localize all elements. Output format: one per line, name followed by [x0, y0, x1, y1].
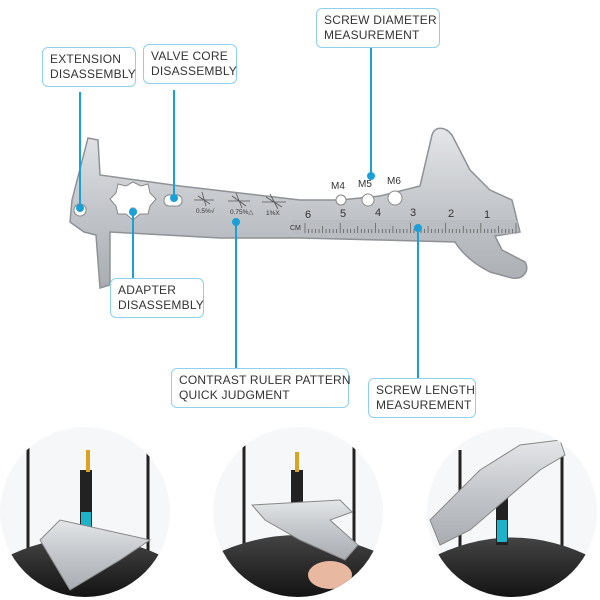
leader-lines — [76, 46, 422, 378]
ruler-number-5: 5 — [340, 208, 346, 220]
label-screw-length-line2: MEASUREMENT — [376, 398, 472, 412]
ruler-unit: CM — [290, 225, 301, 232]
label-contrast-ruler-line1: CONTRAST RULER PATTERN — [179, 373, 351, 387]
screw-size-m5: M5 — [358, 179, 372, 190]
label-screw-diameter-measurement: SCREW DIAMETER MEASUREMENT — [316, 8, 440, 48]
photo-circle-left — [0, 427, 170, 597]
label-screw-length-measurement: SCREW LENGTH MEASUREMENT — [368, 378, 476, 418]
label-extension-disassembly: EXTENSION DISASSEMBLY — [42, 47, 136, 87]
screw-size-m4: M4 — [331, 181, 345, 192]
label-screw-diameter-line1: SCREW DIAMETER — [324, 13, 437, 27]
gauge-mark-3: 1%X — [266, 210, 280, 217]
label-contrast-ruler-line2: QUICK JUDGMENT — [179, 388, 290, 402]
label-contrast-ruler-pattern: CONTRAST RULER PATTERN QUICK JUDGMENT — [171, 368, 351, 408]
ruler-number-4: 4 — [375, 207, 381, 219]
label-screw-length-line1: SCREW LENGTH — [376, 383, 476, 397]
photo-circle-middle — [213, 427, 383, 597]
label-screw-diameter-line2: MEASUREMENT — [324, 28, 420, 42]
ruler-number-6: 6 — [305, 209, 311, 221]
label-adapter-line1: ADAPTER — [118, 283, 177, 297]
gauge-mark-2: 0.75%△ — [230, 209, 254, 216]
label-valve-core-line2: DISASSEMBLY — [151, 64, 238, 78]
ruler-number-3: 3 — [410, 207, 416, 219]
label-adapter-line2: DISASSEMBLY — [118, 298, 205, 312]
ruler-ticks — [304, 223, 517, 233]
gauge-mark-1: 0.5%√ — [196, 207, 215, 215]
label-extension-line1: EXTENSION — [50, 52, 122, 66]
ruler-number-2: 2 — [448, 208, 454, 220]
photo-circle-right — [427, 427, 597, 597]
label-adapter-disassembly: ADAPTER DISASSEMBLY — [110, 278, 204, 318]
label-valve-core-disassembly: VALVE CORE DISASSEMBLY — [143, 44, 237, 84]
label-valve-core-line1: VALVE CORE — [151, 49, 228, 63]
screw-holes — [335, 190, 403, 207]
contrast-pattern-icons — [194, 191, 286, 210]
spoke-tool — [69, 127, 528, 289]
screw-size-m6: M6 — [387, 176, 401, 187]
label-extension-line2: DISASSEMBLY — [50, 67, 137, 81]
ruler-number-1: 1 — [484, 209, 490, 221]
